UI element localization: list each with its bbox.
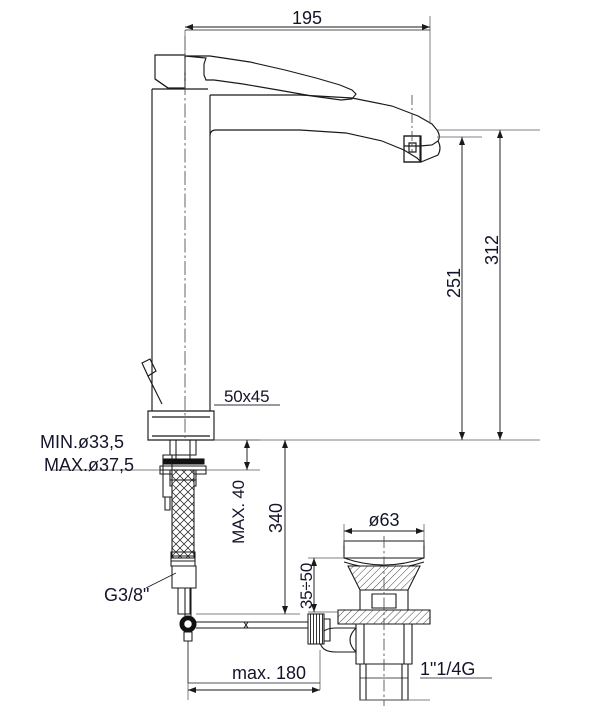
label-hose-length: 340 xyxy=(266,503,286,533)
label-hole-max: MAX.ø37,5 xyxy=(44,455,134,475)
hose-ferrule-top xyxy=(169,469,197,481)
label-drain-flange-diameter: ø63 xyxy=(368,510,399,530)
lift-rod xyxy=(184,588,192,616)
popup-lever-stem xyxy=(147,375,163,405)
dimension-labels: 195 312 251 50x45 MIN.ø33,5 MAX.ø37,5 MA… xyxy=(40,8,502,683)
popup-rod-tip xyxy=(164,496,171,511)
spout-tip-lower-edge xyxy=(420,140,441,163)
label-rod-max-distance: max. 180 xyxy=(232,663,306,683)
faucet-body-geometry xyxy=(141,54,441,441)
aerator-inner-1 xyxy=(408,142,417,153)
label-max-thickness: MAX. 40 xyxy=(229,480,248,544)
lever-handle-outline xyxy=(184,55,357,101)
dimension-lines xyxy=(145,24,503,693)
label-drain-basin-thickness: 35÷50 xyxy=(297,563,316,609)
horizontal-linkage-rod xyxy=(196,621,308,629)
braided-hose xyxy=(171,469,195,559)
label-total-height: 312 xyxy=(482,235,502,265)
popup-linkage xyxy=(179,588,308,683)
label-spout-height: 251 xyxy=(444,268,464,298)
cartridge-cap-outline xyxy=(154,54,186,89)
cap-chamfer-line xyxy=(154,78,169,89)
drain-lower-flange xyxy=(337,609,431,625)
shank-outline xyxy=(169,439,197,456)
rubber-gasket xyxy=(162,458,205,465)
label-body-section: 50x45 xyxy=(224,387,269,406)
rod-notch-mark xyxy=(243,621,249,629)
leader-g38 xyxy=(145,572,177,589)
label-hole-min: MIN.ø33,5 xyxy=(40,432,124,452)
label-inlet-thread: G3/8" xyxy=(104,585,149,605)
g38-connector-inner xyxy=(177,587,191,615)
centerlines xyxy=(184,36,413,706)
gland-nut xyxy=(307,613,325,645)
linkage-pivot-hole xyxy=(184,620,192,628)
drain-waist-window xyxy=(371,593,397,609)
mounting-washer xyxy=(159,465,207,475)
spout-upper-curve xyxy=(210,94,438,131)
drain-boss-curve xyxy=(349,627,357,653)
shank-center-collar xyxy=(175,440,191,462)
drain-side-boss xyxy=(319,627,356,653)
spout-lower-curve xyxy=(216,129,422,163)
g38-connector xyxy=(171,565,197,589)
pop-up-waste-drain xyxy=(307,540,431,701)
gland-nut-shoulder xyxy=(323,618,331,642)
spout-tip-outline xyxy=(403,129,440,163)
popup-lever-outline xyxy=(141,358,157,377)
undercounter-assembly xyxy=(159,439,207,615)
label-spout-reach: 195 xyxy=(292,8,322,28)
pivot-clevis xyxy=(183,631,193,642)
drain-barrel xyxy=(355,623,413,665)
label-drain-outlet-thread: 1"1/4G xyxy=(420,659,475,679)
aerator-body xyxy=(403,135,421,163)
spout-inner-corner xyxy=(209,129,217,137)
